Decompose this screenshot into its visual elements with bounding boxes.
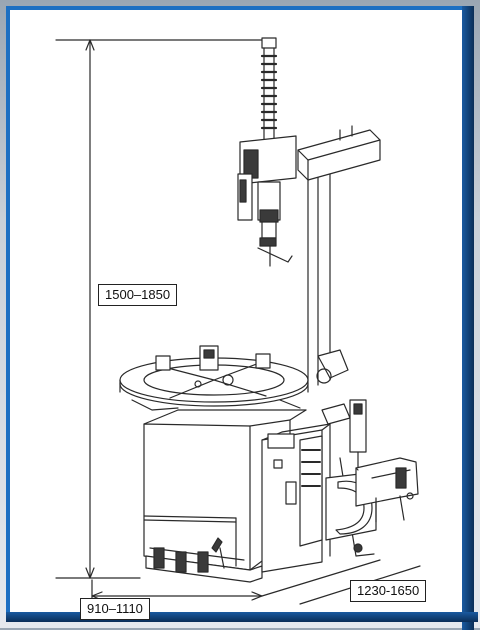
machine-cabinet [143,409,307,583]
mount-head [237,135,297,267]
frame-right-shadow [462,6,474,630]
height-dimension-line [55,39,269,579]
vertical-shaft-spring [260,37,278,141]
frame-bottom-shadow [6,612,478,622]
height-dimension-label: 1500–1850 [98,284,178,306]
side-bead-breaker-unit [261,423,331,573]
horizontal-arm [297,125,381,181]
foot-pedals [153,537,225,573]
bead-breaker-arm [316,349,377,557]
turntable [119,345,309,411]
tire-rest-tray [355,457,419,523]
depth-dimension-label: 1230-1650 [350,580,427,602]
width-dimension-label: 910–1110 [80,598,150,620]
machine-column [307,149,331,386]
